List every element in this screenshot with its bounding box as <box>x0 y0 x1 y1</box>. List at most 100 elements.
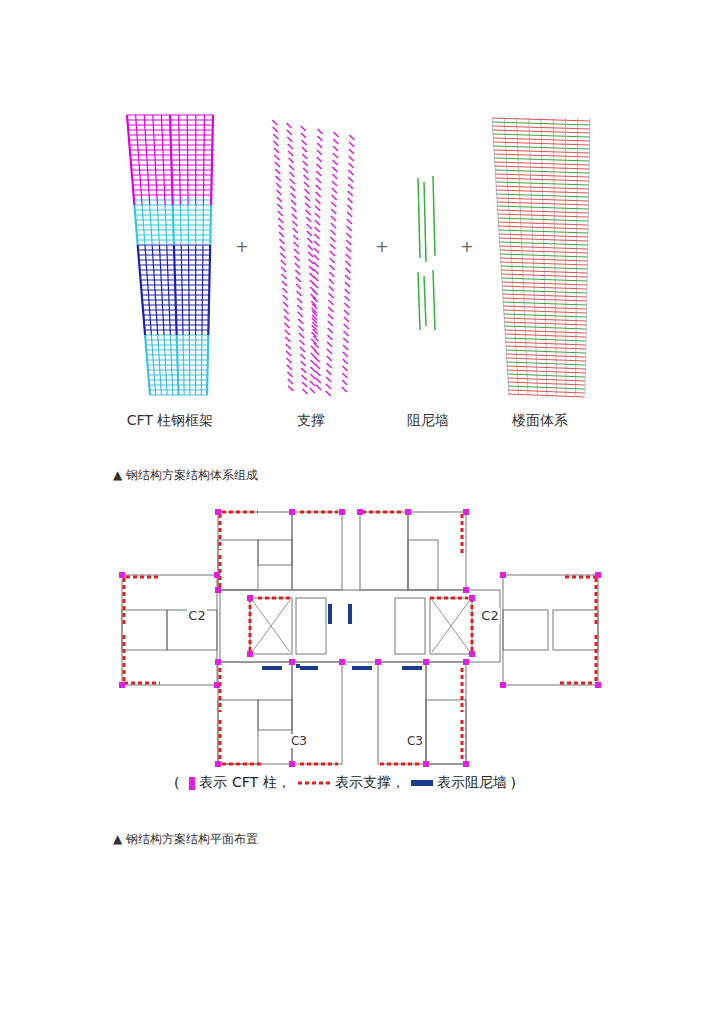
cft-column <box>156 315 158 325</box>
brace <box>316 385 321 390</box>
cft-column-mark <box>469 651 475 657</box>
cft-column <box>211 155 213 165</box>
cft-column <box>195 275 196 285</box>
brace <box>297 305 302 310</box>
cft-column <box>162 315 164 325</box>
cft-column <box>151 235 153 245</box>
brace <box>328 314 333 319</box>
cft-column-mark <box>375 659 381 665</box>
cft-column <box>208 285 210 295</box>
brace <box>343 352 348 357</box>
brace-mark <box>219 720 222 762</box>
brace <box>276 176 281 181</box>
cft-column <box>135 225 138 235</box>
cft-column <box>168 285 170 295</box>
cft-column <box>203 175 204 185</box>
cft-column <box>201 375 202 385</box>
cft-column-mark <box>500 682 506 688</box>
brace <box>333 139 338 144</box>
cft-column <box>211 145 213 155</box>
cft-column <box>195 225 196 235</box>
brace <box>328 300 333 305</box>
cft-column <box>164 205 166 215</box>
brace-model <box>272 120 354 396</box>
cft-column-mark <box>119 572 125 578</box>
cft-column <box>182 305 183 315</box>
cft-column <box>157 335 159 345</box>
cft-column <box>178 115 179 125</box>
cft-column <box>172 225 175 235</box>
cft-column <box>173 255 176 265</box>
unit-tag: C2 <box>480 608 499 624</box>
brace <box>302 375 307 380</box>
cft-column <box>172 215 175 225</box>
brace <box>297 298 302 303</box>
cft-column <box>169 315 171 325</box>
cft-column <box>180 215 181 225</box>
cft-column-mark <box>423 761 429 767</box>
cft-column <box>128 145 131 155</box>
cft-column <box>210 205 212 215</box>
brace <box>317 136 322 141</box>
brace <box>292 207 297 212</box>
legend-dotted-line <box>297 779 331 787</box>
legend-swatch <box>189 777 195 790</box>
brace <box>284 323 289 328</box>
brace <box>291 193 296 198</box>
brace <box>300 347 305 352</box>
floor-slab <box>508 386 585 389</box>
cft-column <box>146 155 148 165</box>
core <box>220 590 500 662</box>
cft-column <box>171 185 174 195</box>
brace <box>273 134 278 139</box>
floor-slab <box>506 358 585 361</box>
apartment-unit <box>218 512 292 590</box>
brace <box>307 231 312 236</box>
cft-column <box>133 205 136 215</box>
cft-column-mark <box>215 509 221 515</box>
cft-column-mark <box>247 651 253 657</box>
cft-column <box>178 125 179 135</box>
cft-column <box>161 285 163 295</box>
cft-column <box>150 325 152 335</box>
cft-column-mark <box>463 659 469 665</box>
brace <box>289 158 294 163</box>
brace <box>293 235 298 240</box>
cft-column <box>162 155 164 165</box>
apartment-unit <box>292 662 342 764</box>
brace <box>301 361 306 366</box>
cft-column <box>210 175 212 185</box>
cft-column <box>201 325 202 335</box>
brace <box>288 151 293 156</box>
brace-mark <box>471 598 474 654</box>
brace <box>304 182 309 187</box>
cft-column <box>189 315 190 325</box>
brace <box>345 282 350 287</box>
cft-column <box>127 125 130 135</box>
brace <box>314 241 319 246</box>
brace <box>286 123 291 128</box>
cft-column <box>156 185 158 195</box>
cft-column <box>172 385 174 395</box>
cft-column <box>210 215 212 225</box>
brace <box>348 191 353 196</box>
legend-text: 表示支撑， <box>335 774 405 792</box>
cft-column <box>146 355 149 365</box>
brace <box>315 227 320 232</box>
brace <box>298 312 303 317</box>
brace-mark <box>565 576 596 579</box>
brace <box>303 168 308 173</box>
brace <box>349 135 354 140</box>
room <box>426 700 466 764</box>
brace <box>313 290 318 295</box>
cft-column <box>144 115 146 125</box>
brace <box>272 120 277 125</box>
cft-column <box>145 135 147 145</box>
brace <box>302 382 307 387</box>
cft-column <box>157 205 159 215</box>
cft-column <box>160 385 162 395</box>
cft-column <box>126 115 129 125</box>
damper-model <box>418 176 435 330</box>
cft-column <box>147 285 149 295</box>
brace <box>305 196 310 201</box>
